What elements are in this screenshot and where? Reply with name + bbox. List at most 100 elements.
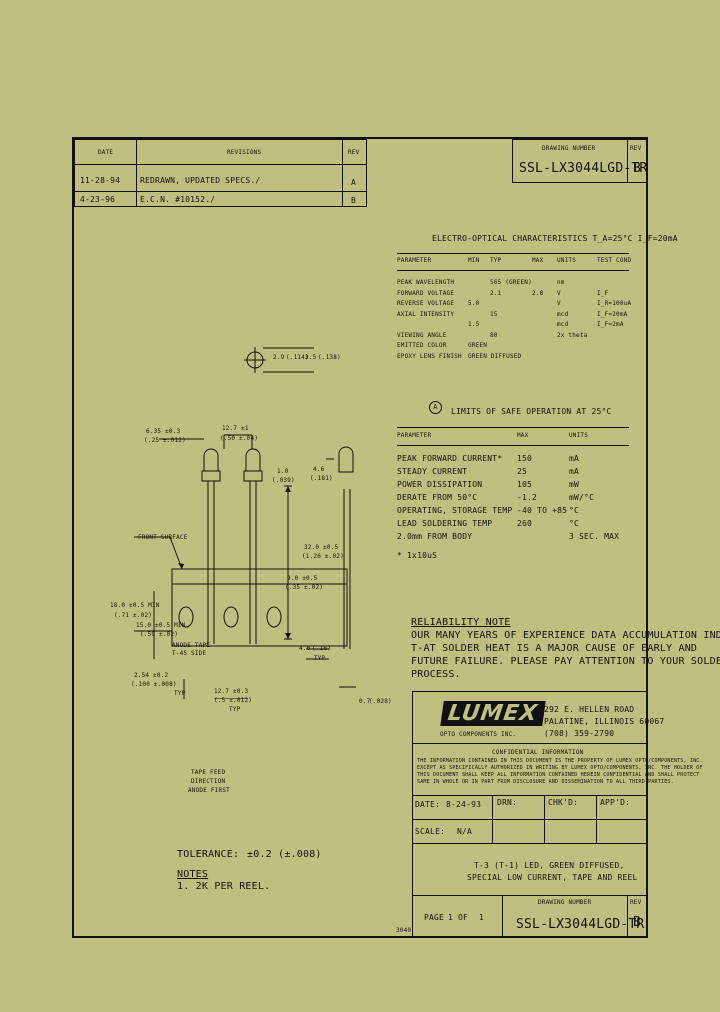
tolerance-value: ±0.2 (±.008) [247,849,322,860]
reliability-line: OUR MANY YEARS OF EXPERIENCE DATA ACCUMU… [411,630,720,641]
safe-op-marker: A [429,401,442,414]
page-label: PAGE [424,913,445,922]
lumex-logo: LUMEX [440,701,546,726]
page-value: 1 [448,913,454,922]
eo-cell-min: 1.5 [468,321,480,328]
rev-label: REV [630,145,642,152]
dim-hole-typ: TYP [314,655,326,662]
rev-row-rev: B [351,196,357,205]
dim-pitch-a: 6.35 ±0.3 [146,428,181,435]
dim-h-min: 18.0 ±0.5 MIN [110,602,160,609]
mechanical-drawing [134,347,356,699]
rev-letter: B [633,161,642,176]
reliability-title: RELIABILITY NOTE [411,617,511,628]
dim-lead-in: (.039) [272,477,295,484]
appd-label: APP'D: [600,798,631,807]
description-line: SPECIAL LOW CURRENT, TAPE AND REEL [467,873,638,882]
eo-cell-param: EMITTED COLOR [397,342,447,349]
dim-d1-in: (.114) [286,354,309,361]
eo-cell-max: 2.8 [532,289,544,297]
safe-op-cell-param: OPERATING, STORAGE TEMP [397,506,513,515]
dim-sprocket: 2.54 ±0.2 [134,672,169,679]
company-address-line: PALATINE, ILLINOIS 60067 [544,717,665,726]
date-value: 8-24-93 [446,800,482,809]
eo-cell-cond: I_F=20mA [597,310,628,318]
safe-op-cell-units: mA [569,467,580,476]
eo-cell-param: PEAK WAVELENGTH [397,279,455,286]
confidential-title: CONFIDENTIAL INFORMATION [492,749,584,756]
eo-cell-cond: I_R=100uA [597,300,632,307]
safe-op-cell-units: °C [569,506,580,515]
dn-label: DRAWING NUMBER [538,899,592,906]
note-item: 1. 2K PER REEL. [177,881,271,892]
dim-w-total: 32.0 ±0.5 [304,544,339,551]
dim-lead: 1.0 [277,468,289,475]
dim-thick-in: (.028) [369,698,392,705]
eo-cell-param: EPOXY LENS FINISH [397,352,462,360]
dim-sprocket-typ: TYP [174,690,186,697]
company-address-line: 292 E. HELLEN ROAD [544,705,635,714]
title-block [412,691,648,938]
dim-pitch-c-in: (.5 ±.012) [214,697,253,704]
rev-row-date: 11-28-94 [80,176,121,185]
safe-op-cell-max: 150 [517,454,533,463]
tape-feed-label: TAPE FEED [191,769,226,776]
form-number: 3040 [396,927,412,934]
dim-w-total-in: (1.26 ±.02) [302,553,344,560]
title-block-rev-label: REV [630,899,642,906]
eo-cell-units: mcd [557,310,569,318]
drn-label: DRN: [497,798,518,807]
eo-header-cell: UNITS [557,257,577,264]
tape-feed-label: ANODE FIRST [188,787,230,794]
dim-h-b: 15.0 ±0.5 MIN [136,622,186,629]
dim-hole: 4.0 [299,645,311,652]
chkd-label: CHK'D: [548,798,579,807]
eo-cell-typ: 80 [490,331,498,339]
rev-row-desc: E.C.N. #10152./ [140,195,216,204]
tape-feed-label: DIRECTION [191,778,226,785]
dim-d1: 2.9 [273,354,285,361]
pages-value: 1 [479,913,485,922]
eo-cell-min: GREEN DIFFUSED [468,352,522,360]
eo-cell-min: GREEN [468,342,488,349]
safe-op-cell-max: -40 TO +85 [517,506,568,515]
rev-header-revisions: REVISIONS [227,149,262,156]
company-address-line: (708) 359-2790 [544,729,615,738]
eo-cell-typ: 15 [490,310,498,318]
dim-height: 4.6 [313,466,325,473]
eo-cell-typ: 2.1 [490,289,502,297]
reliability-line: T-AT SOLDER HEAT IS A MAJOR CAUSE OF EAR… [411,643,698,654]
company-sub: OPTO COMPONENTS INC. [440,731,517,738]
eo-cell-min: 5.0 [468,300,480,307]
description-line: T-3 (T-1) LED, GREEN DIFFUSED, [474,861,625,870]
scale-label: SCALE: [415,827,446,836]
safe-op-cell-max: 25 [517,467,528,476]
tolerance-label: TOLERANCE: [177,849,240,860]
dim-hole-in: (.16) [312,645,332,652]
dim-pitch-c-typ: TYP [229,706,241,713]
eo-cell-param: REVERSE VOLTAGE [397,300,455,307]
rev-header-date: DATE [98,149,114,156]
eo-header-cell: PARAMETER [397,257,432,264]
eo-header-cell: TYP [490,257,502,264]
confidential-line: THIS DOCUMENT SHALL KEEP ALL INFORMATION… [417,772,700,778]
eo-cell-units: nm [557,279,565,286]
dim-pitch-b-in: (.50 ±.04) [220,435,259,442]
eo-header-cell: TEST COND [597,257,632,264]
notes-title: NOTES [177,869,209,880]
eo-cell-units: mcd [557,321,569,328]
safe-op-cell-units: °C [569,519,580,528]
drawing-number: SSL-LX3044LGD-TR [519,161,648,176]
revision-table [74,139,367,207]
drawing-sheet: DATE REVISIONS REV 11-28-94 REDRAWN, UPD… [72,137,720,938]
drawing-number-label: DRAWING NUMBER [542,145,596,152]
dim-w-mid-in: (.35 ±.02) [285,584,324,591]
safe-op-cell-param: DERATE FROM 50°C [397,493,478,502]
dim-w-mid: 9.0 ±0.5 [287,575,318,582]
anode-label-2: T-45 SIDE [172,650,207,657]
eo-cell-typ: 565 (GREEN) [490,279,532,286]
eo-cell-param: AXIAL INTENSITY [397,310,455,318]
safe-op-header-cell: PARAMETER [397,432,432,439]
dim-thick: 0.7 [359,698,371,705]
rev-header-rev: REV [348,149,360,156]
